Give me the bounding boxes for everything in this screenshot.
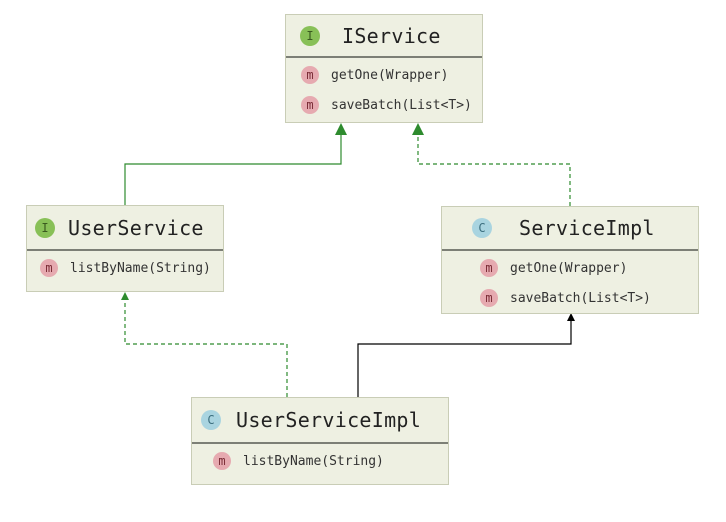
edge-userserviceimpl-extends-serviceimpl xyxy=(357,313,575,397)
node-header: I UserService xyxy=(27,206,223,251)
interface-icon: I xyxy=(35,217,55,238)
method-item[interactable]: m listByName(String) xyxy=(213,446,448,476)
method-list: m listByName(String) xyxy=(192,444,448,476)
method-icon: m xyxy=(480,289,498,307)
class-icon: C xyxy=(201,410,221,430)
node-header: C ServiceImpl xyxy=(442,207,698,251)
method-label: getOne(Wrapper) xyxy=(331,67,449,83)
method-label: saveBatch(List<T>) xyxy=(331,97,472,113)
method-label: saveBatch(List<T>) xyxy=(510,290,651,306)
userservice-node[interactable]: I UserService m listByName(String) xyxy=(26,205,224,292)
node-title: IService xyxy=(342,23,441,48)
iservice-node[interactable]: I IService m getOne(Wrapper) m saveBatch… xyxy=(285,14,483,123)
class-icon: C xyxy=(472,218,492,238)
serviceimpl-node[interactable]: C ServiceImpl m getOne(Wrapper) m saveBa… xyxy=(441,206,699,314)
node-header: I IService xyxy=(286,15,482,58)
inheritance-arrowhead xyxy=(121,292,129,300)
inheritance-arrowhead xyxy=(335,123,347,135)
interface-icon: I xyxy=(300,25,320,46)
userserviceimpl-node[interactable]: C UserServiceImpl m listByName(String) xyxy=(191,397,449,485)
method-item[interactable]: m saveBatch(List<T>) xyxy=(480,283,698,313)
method-item[interactable]: m getOne(Wrapper) xyxy=(480,253,698,283)
method-item[interactable]: m saveBatch(List<T>) xyxy=(301,90,482,120)
node-title: UserServiceImpl xyxy=(236,408,422,432)
method-list: m getOne(Wrapper) m saveBatch(List<T>) xyxy=(442,251,698,313)
edge-serviceimpl-implements-iservice xyxy=(412,123,571,206)
node-title: ServiceImpl xyxy=(519,216,655,240)
method-icon: m xyxy=(480,259,498,277)
method-list: m getOne(Wrapper) m saveBatch(List<T>) xyxy=(286,58,482,120)
method-icon: m xyxy=(301,66,319,84)
inheritance-arrowhead xyxy=(567,313,575,321)
method-icon: m xyxy=(301,96,319,114)
method-list: m listByName(String) xyxy=(27,251,223,283)
method-icon: m xyxy=(213,452,231,470)
method-label: getOne(Wrapper) xyxy=(510,260,628,276)
node-title: UserService xyxy=(68,215,204,240)
method-icon: m xyxy=(40,259,58,277)
method-label: listByName(String) xyxy=(243,453,384,469)
edge-userservice-extends-iservice xyxy=(124,123,347,206)
method-item[interactable]: m listByName(String) xyxy=(40,253,223,283)
method-label: listByName(String) xyxy=(70,260,211,276)
edge-userserviceimpl-implements-userservice xyxy=(121,292,288,397)
node-header: C UserServiceImpl xyxy=(192,398,448,444)
inheritance-arrowhead xyxy=(412,123,424,135)
method-item[interactable]: m getOne(Wrapper) xyxy=(301,60,482,90)
